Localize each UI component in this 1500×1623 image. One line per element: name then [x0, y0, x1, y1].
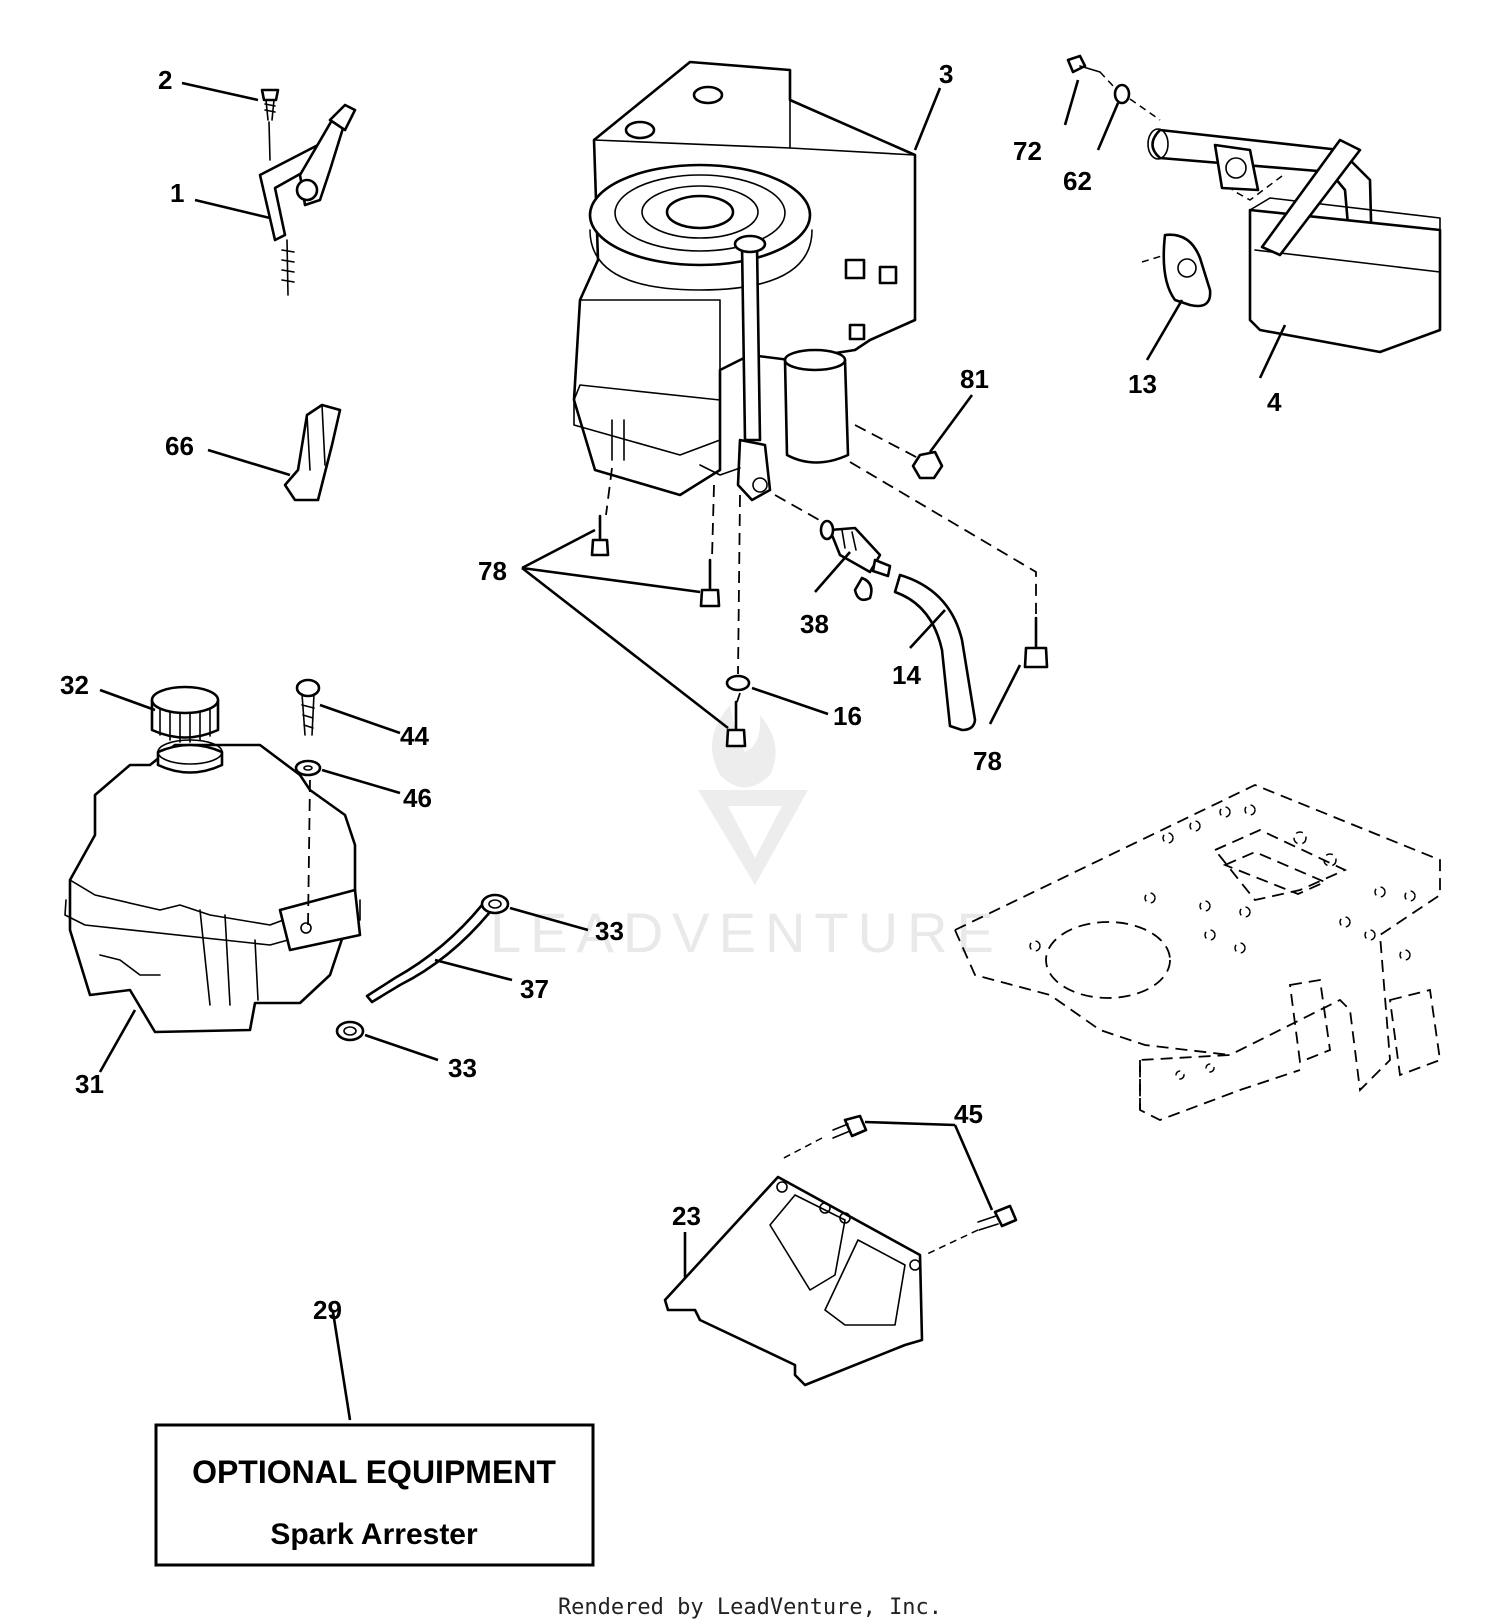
tank-screw[interactable]	[295, 678, 321, 736]
frame-holes	[1029, 804, 1416, 1080]
hose-clamp-upper[interactable]	[480, 893, 510, 915]
fuel-line-clip[interactable]	[283, 403, 342, 502]
fuel-tank-hose[interactable]	[365, 903, 492, 1004]
hose-clamp-lower[interactable]	[335, 1020, 365, 1042]
leader-lines	[98, 79, 1287, 1421]
engine[interactable]	[572, 60, 917, 502]
callout-72: 72	[1013, 136, 1042, 166]
engine-bolt-4[interactable]	[1023, 616, 1049, 669]
callout-81: 81	[960, 364, 989, 394]
callout-78-right: 78	[973, 746, 1002, 776]
skid-plate[interactable]	[663, 1175, 924, 1387]
fuel-hose[interactable]	[893, 573, 977, 732]
optional-equipment-box: OPTIONAL EQUIPMENT Spark Arrester	[154, 1423, 595, 1567]
fuel-cap[interactable]	[150, 685, 220, 743]
throttle-screw[interactable]	[260, 88, 280, 121]
tractor-frame	[954, 784, 1441, 1121]
watermark: LEADVENTURE	[490, 705, 1003, 964]
star-washer[interactable]	[725, 674, 751, 692]
tank-washer[interactable]	[294, 759, 322, 777]
callout-4: 4	[1267, 387, 1282, 417]
fuel-filter[interactable]	[819, 519, 892, 602]
muffler-assembly[interactable]	[1147, 128, 1442, 354]
lock-washer[interactable]	[1113, 83, 1131, 105]
callout-32: 32	[60, 670, 89, 700]
exhaust-bolt[interactable]	[1066, 54, 1101, 74]
callout-31: 31	[75, 1069, 104, 1099]
callout-13: 13	[1128, 369, 1157, 399]
callout-44: 44	[400, 721, 429, 751]
callout-14: 14	[892, 660, 921, 690]
engine-bolt-3[interactable]	[725, 700, 747, 748]
optional-equipment-title: OPTIONAL EQUIPMENT	[192, 1454, 556, 1490]
optional-equipment-subtitle: Spark Arrester	[270, 1518, 478, 1551]
callout-3: 3	[939, 59, 953, 89]
skid-plate-bolt-1[interactable]	[832, 1114, 868, 1139]
callout-33-upper: 33	[595, 916, 624, 946]
callout-38: 38	[800, 609, 829, 639]
footer-credit: Rendered by LeadVenture, Inc.	[558, 1595, 942, 1620]
gasket[interactable]	[1162, 233, 1212, 308]
watermark-text: LEADVENTURE	[490, 901, 1003, 964]
callout-labels: 1 2 3 72 62 66 13 4 81 78 38 14 16 78 32…	[60, 59, 1282, 1325]
throttle-control[interactable]	[258, 103, 357, 296]
callout-1: 1	[170, 178, 184, 208]
fuel-tank[interactable]	[64, 739, 362, 1034]
engine-bolt-1[interactable]	[590, 514, 610, 557]
callout-45: 45	[954, 1099, 983, 1129]
callout-33-lower: 33	[448, 1053, 477, 1083]
callout-66: 66	[165, 431, 194, 461]
callout-16: 16	[833, 701, 862, 731]
engine-nut[interactable]	[911, 450, 944, 480]
callout-62: 62	[1063, 166, 1092, 196]
skid-plate-bolt-2[interactable]	[977, 1204, 1018, 1231]
callout-2: 2	[158, 65, 172, 95]
engine-bolt-2[interactable]	[699, 558, 721, 608]
callout-46: 46	[403, 783, 432, 813]
callout-37: 37	[520, 974, 549, 1004]
callout-78-left: 78	[478, 556, 507, 586]
callout-23: 23	[672, 1201, 701, 1231]
callout-29: 29	[313, 1295, 342, 1325]
